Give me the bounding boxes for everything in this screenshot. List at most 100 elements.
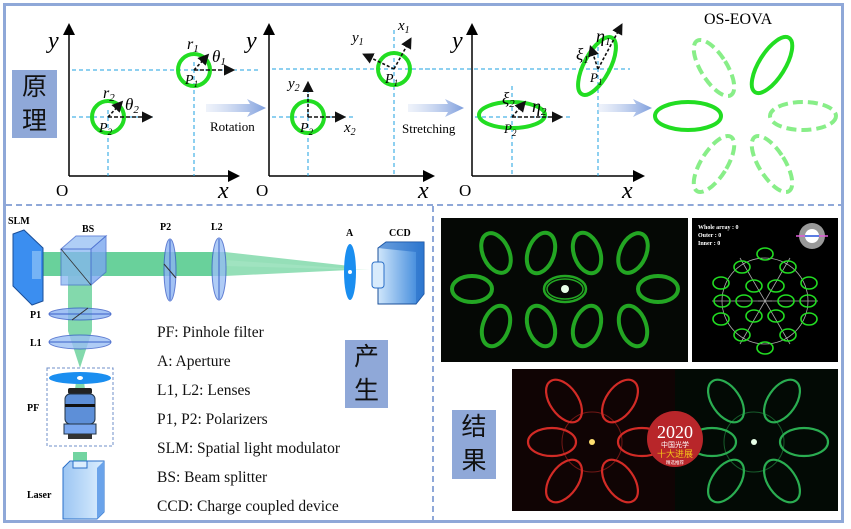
solid-ellipse [749, 35, 795, 95]
r-arrow [193, 53, 210, 71]
legend-item: P1, P2: Polarizers [157, 411, 268, 428]
ellipse-shape [524, 303, 558, 349]
p2-label: P2 [98, 121, 113, 137]
stretched-ring-p1 [576, 35, 618, 97]
experimental-intensity-image [441, 218, 688, 362]
simulation-panel: Whole array : 0 Outer : 0 Inner : 0 [692, 218, 838, 362]
ellipse-shape [733, 260, 751, 274]
ellipse-shape [450, 274, 494, 304]
line-shape [393, 37, 412, 70]
principle-diagram: y x O r1 θ1 P1 r2 θ2 P2 Rotation y x O [46, 11, 838, 204]
ellipse-shape [712, 312, 730, 326]
tag-char: 果 [461, 446, 487, 475]
figure-frame [3, 3, 844, 523]
ellipse-shape [733, 328, 751, 342]
circle-shape [561, 285, 569, 293]
p1-label: P1 [384, 72, 398, 88]
g-shape [450, 230, 680, 349]
ccd-camera [371, 241, 425, 305]
tag-char: 生 [353, 376, 379, 405]
ellipse-shape [600, 378, 640, 424]
ellipse-shape [779, 260, 797, 274]
x-axis-label: x [621, 178, 633, 204]
stretching-arrow-icon [408, 99, 464, 117]
xi1-label: ξ1 [576, 45, 589, 66]
ellipse-shape [479, 231, 513, 275]
rect-shape [72, 460, 88, 469]
ellipse-shape [712, 276, 730, 290]
ellipse-shape [570, 230, 604, 276]
badge-line3: 精选推荐 [666, 459, 684, 466]
eta2-label: η2 [532, 96, 547, 118]
ellipse-shape [779, 328, 797, 342]
badge-line1: 中国光学 [661, 440, 689, 449]
stretching-label: Stretching [402, 121, 456, 136]
dashed-ellipse [691, 134, 737, 194]
section-tag-generation: 产 生 [345, 340, 388, 408]
optical-setup-diagram: SLM BS P2 L2 A CCD P1 L1 PF Lase [8, 216, 425, 520]
section-divider-horizontal [6, 204, 844, 206]
vortex-ring-p1 [376, 51, 412, 87]
legend-item: A: Aperture [157, 353, 231, 370]
y-axis-label: y [46, 28, 59, 54]
ellipse-shape [745, 309, 763, 323]
ellipse-shape [616, 231, 650, 275]
p2-label: P2 [503, 121, 517, 138]
ellipse-shape [544, 458, 584, 504]
rect-shape [68, 434, 92, 439]
ellipse-shape [479, 303, 513, 349]
ellipse-shape [745, 279, 763, 293]
ellipse-shape [706, 458, 746, 504]
ellipse-shape [524, 230, 558, 276]
aperture-label: A [346, 228, 354, 239]
ellipse-shape [526, 426, 578, 458]
ellipse-shape [799, 294, 817, 308]
pf-label: PF [27, 403, 39, 414]
rotation-arrow-icon [206, 99, 266, 117]
y-axis-label: y [244, 28, 257, 54]
section-tag-principle: 原 理 [12, 70, 57, 138]
step1-axes: y x O r1 θ1 P1 r2 θ2 P2 [46, 23, 260, 204]
origin-label: O [256, 181, 268, 200]
p2-label: P2 [299, 121, 314, 137]
r-arrow [107, 100, 124, 118]
line-shape [163, 263, 177, 279]
ellipse-shape [735, 294, 753, 308]
hud-counters: Whole array : 0 Outer : 0 Inner : 0 [698, 224, 739, 248]
legend-item: L1, L2: Lenses [157, 382, 251, 399]
solid-ellipse [653, 100, 723, 132]
dashed-ellipse [691, 38, 737, 98]
line-shape [60, 248, 92, 286]
line-shape [588, 44, 599, 70]
g-shape [526, 378, 668, 504]
r2-label: r2 [103, 85, 115, 104]
tag-char: 原 [21, 72, 47, 101]
ellipse-shape [800, 312, 818, 326]
xi2-label: ξ2 [502, 89, 515, 110]
badge-year: 2020 [657, 422, 693, 442]
laser-label: Laser [27, 490, 52, 501]
p1-label: P1 [184, 73, 198, 89]
ellipse-shape [778, 426, 830, 458]
ellipse-shape [767, 309, 785, 323]
ellipse-shape [762, 458, 802, 504]
p1-label: P1 [30, 310, 41, 321]
tag-char: 结 [461, 412, 487, 441]
component-legend: PF: Pinhole filter A: Aperture L1, L2: L… [157, 318, 340, 521]
green-ring-array [450, 230, 680, 349]
bs-label: BS [82, 224, 95, 235]
stretched-ring-p2 [477, 100, 547, 130]
tag-char: 产 [353, 342, 379, 371]
rect-shape [32, 251, 41, 279]
p1-label: P1 [589, 70, 602, 87]
ellipse-shape [570, 303, 604, 349]
result-arrow-icon [598, 99, 652, 117]
circle-shape [589, 439, 595, 445]
focused-beam [225, 252, 350, 276]
line-shape [362, 53, 395, 70]
ellipse-shape [636, 274, 680, 304]
outer-count: Outer : 0 [698, 233, 722, 239]
circle-shape [751, 439, 757, 445]
step3-axes: y x O η1 ξ1 P1 ξ2 η2 P2 [425, 23, 645, 204]
rect-shape [63, 423, 97, 435]
